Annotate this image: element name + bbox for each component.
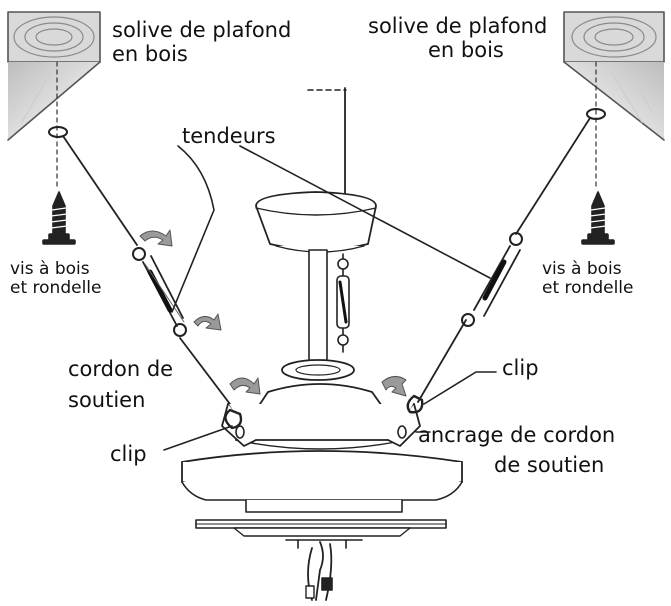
label-anchor-line2: de soutien — [494, 453, 605, 477]
label-screw-left-line2: et rondelle — [10, 278, 102, 298]
label-clip-right: clip — [502, 356, 539, 380]
label-joist-left-line2: en bois — [112, 42, 188, 66]
label-screw-right: vis à bois et rondelle — [542, 260, 633, 298]
label-support-cord: cordon de soutien — [68, 354, 173, 416]
hook-left-icon — [48, 126, 68, 138]
label-support-cord-line2: soutien — [68, 388, 146, 412]
label-support-cord-line1: cordon de — [68, 357, 174, 381]
hook-right-icon — [586, 108, 606, 120]
wood-screw-left-icon — [42, 191, 76, 245]
label-joist-right-line1: solive de plafond — [368, 14, 548, 38]
twist-arrow-icon — [139, 229, 407, 397]
canopy-icon — [255, 87, 377, 253]
label-joist-right-line2: en bois — [428, 38, 504, 62]
label-screw-left: vis à bois et rondelle — [10, 260, 101, 298]
label-joist-left-line1: solive de plafond — [112, 18, 292, 42]
label-joist-left: solive de plafond en bois — [112, 18, 291, 66]
clip-left-icon — [224, 408, 243, 430]
wood-screw-right-icon — [581, 191, 615, 245]
label-anchor-line1: ancrage de cordon — [418, 423, 616, 447]
wiring-icon — [285, 539, 363, 601]
label-screw-right-line2: et rondelle — [542, 278, 634, 298]
downrod-icon — [308, 249, 350, 369]
fan-body-icon — [181, 450, 463, 537]
turnbuckle-left-icon — [132, 247, 187, 337]
leader-lines — [163, 145, 497, 451]
label-screw-left-line1: vis à bois — [10, 259, 90, 279]
clip-right-icon — [406, 394, 424, 414]
label-joist-right: solive de plafond en bois — [368, 14, 547, 62]
label-clip-left: clip — [110, 442, 147, 466]
joist-right-icon — [563, 11, 665, 141]
turnbuckle-right-icon — [461, 232, 523, 327]
label-screw-right-line1: vis à bois — [542, 259, 622, 279]
support-anchor-bracket — [221, 403, 421, 447]
label-anchor: ancrage de cordon de soutien — [418, 420, 615, 480]
joist-left-icon — [7, 11, 101, 141]
support-cord-right — [417, 117, 591, 403]
support-cord-left — [62, 135, 237, 413]
label-tensioners: tendeurs — [182, 124, 276, 148]
